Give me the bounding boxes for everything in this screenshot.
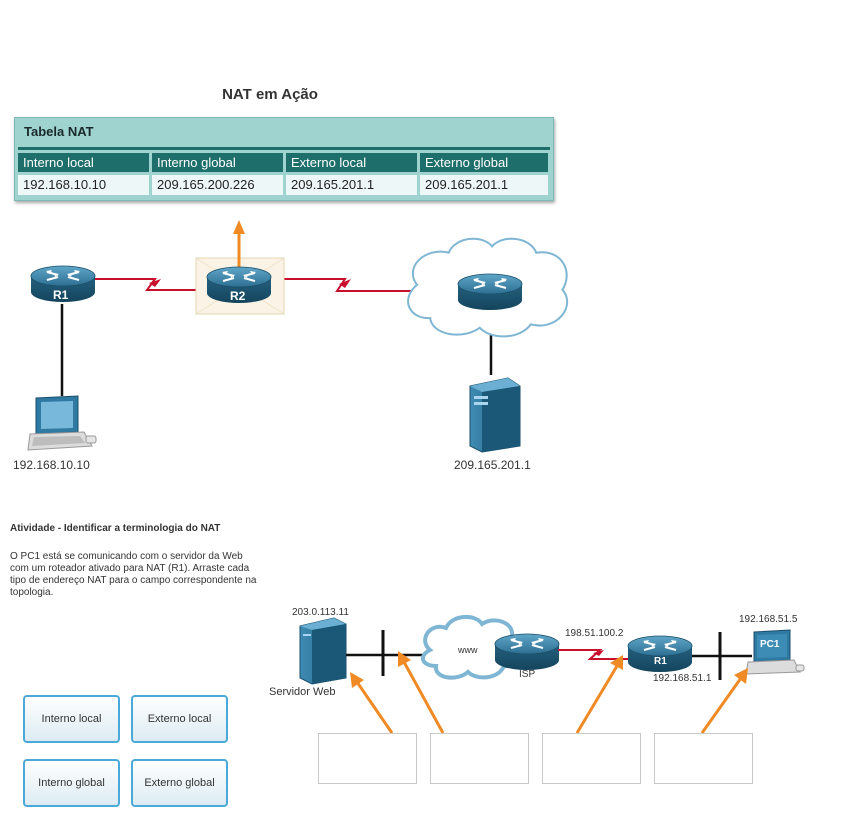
router-isp-bottom-icon (494, 633, 560, 671)
r1-label: R1 (53, 288, 69, 302)
cell-outside-local: 209.165.201.1 (286, 175, 417, 195)
web-server-ip-label: 203.0.113.11 (292, 607, 349, 618)
header-inside-local: Interno local (18, 153, 149, 172)
drop-zone-server-link[interactable] (430, 733, 529, 784)
r2-label: R2 (230, 289, 246, 303)
header-outside-global: Externo global (420, 153, 548, 172)
nat-table-divider (18, 147, 550, 150)
r1-lan-ip-label: 192.168.51.1 (653, 673, 712, 684)
www-label: www (458, 645, 478, 655)
pc-icon (27, 395, 97, 451)
header-outside-local: Externo local (286, 153, 417, 172)
term-inside-global[interactable]: Interno global (23, 759, 120, 807)
nat-table-title: Tabela NAT (24, 124, 94, 139)
drop-arrows (350, 651, 748, 734)
cell-outside-global: 209.165.201.1 (420, 175, 548, 195)
term-outside-global[interactable]: Externo global (131, 759, 228, 807)
cell-inside-local: 192.168.10.10 (18, 175, 149, 195)
activity-description: O PC1 está se comunicando com o servidor… (10, 551, 257, 598)
activity-title: Atividade - Identificar a terminologia d… (10, 523, 221, 534)
cell-inside-global: 209.165.200.226 (152, 175, 283, 195)
web-server-label: Servidor Web (269, 686, 336, 698)
pc1-icon (745, 629, 805, 675)
header-inside-global: Interno global (152, 153, 283, 172)
drop-zone-r1-outside[interactable] (542, 733, 641, 784)
router-isp-icon (457, 273, 523, 311)
isp-label: ISP (519, 669, 536, 680)
pc1-label: PC1 (760, 639, 780, 650)
serial-link-isp-r1 (558, 649, 633, 660)
pc1-ip-label: 192.168.51.5 (739, 614, 798, 625)
isp-r1-ip-label: 198.51.100.2 (565, 628, 624, 639)
nat-table: Tabela NAT Interno local Interno global … (14, 117, 554, 201)
r1-bottom-label: R1 (654, 656, 667, 667)
term-inside-local[interactable]: Interno local (23, 695, 120, 743)
server-icon (469, 377, 521, 453)
drop-zone-pc1[interactable] (654, 733, 753, 784)
pc-ip-label: 192.168.10.10 (13, 458, 90, 472)
translation-arrow-icon (233, 220, 245, 268)
serial-link-r1-r2 (95, 278, 205, 291)
diagram-title: NAT em Ação (222, 86, 318, 103)
term-outside-local[interactable]: Externo local (131, 695, 228, 743)
web-server-icon (299, 617, 347, 685)
drop-zone-web-server[interactable] (318, 733, 417, 784)
server-ip-label: 209.165.201.1 (454, 458, 531, 472)
serial-link-r2-cloud (272, 278, 415, 292)
